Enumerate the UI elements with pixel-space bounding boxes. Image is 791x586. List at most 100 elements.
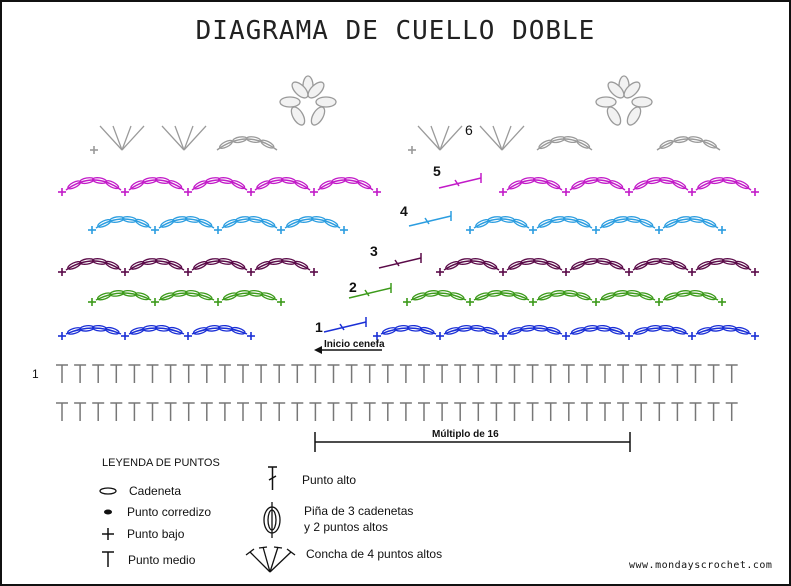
half-double-stitch (472, 364, 485, 383)
shell-post (99, 125, 123, 151)
half-double-stitch (56, 364, 68, 383)
legend-heading: LEYENDA DE PUNTOS (102, 457, 220, 469)
half-double-stitch (544, 364, 557, 383)
chain-oval (520, 258, 536, 265)
chain-oval (507, 327, 523, 335)
chain-oval (217, 324, 234, 332)
chain-oval (168, 260, 183, 270)
half-double-stitch (327, 402, 340, 421)
double-crochet-post (348, 283, 392, 299)
legend-item-chain: Cadeneta (129, 484, 181, 498)
shell-post (439, 125, 463, 151)
chain-arch (443, 258, 500, 271)
chain-oval (575, 292, 591, 301)
chain-oval (671, 326, 687, 335)
chain-arch (569, 324, 626, 335)
chain-oval (268, 258, 284, 265)
half-double-stitch (200, 402, 213, 421)
double-crochet-post (378, 253, 422, 269)
chain-arch (380, 324, 437, 335)
arch-line (216, 138, 278, 151)
chain-oval (142, 177, 158, 185)
round-6-number: 6 (465, 122, 473, 138)
chain-arch (216, 136, 278, 151)
single-crochet-mark (718, 298, 726, 306)
half-double-stitch (544, 402, 557, 421)
chain-oval (121, 289, 138, 297)
chain-oval (261, 218, 276, 228)
flower-motif (279, 75, 337, 126)
chain-arch (569, 177, 626, 191)
chain-oval (268, 177, 284, 185)
chain-oval (142, 325, 158, 332)
half-double-stitch (164, 402, 177, 421)
chain-oval (357, 180, 372, 190)
half-double-stitch (363, 402, 376, 421)
petal (279, 96, 301, 108)
round-1 (58, 317, 759, 340)
single-crochet-mark (529, 298, 537, 306)
single-crochet-mark (121, 188, 129, 196)
shell-motif (479, 125, 525, 151)
half-double-stitch (436, 402, 449, 421)
half-double-stitch (218, 364, 231, 383)
round-4-number: 4 (400, 203, 408, 219)
chain-oval (260, 292, 276, 301)
half-double-stitch (345, 364, 358, 383)
half-double-stitch (255, 364, 268, 383)
chain-arch (410, 289, 467, 301)
chain-oval (91, 258, 108, 265)
chain-oval (520, 325, 536, 332)
chain-arch (506, 258, 563, 271)
start-arrow (314, 346, 382, 354)
shell-motif (99, 125, 145, 151)
chain-oval (419, 326, 435, 335)
petal (626, 106, 642, 126)
chain-oval (219, 139, 233, 149)
half-double-stitch (399, 402, 412, 421)
dc-post (348, 287, 392, 299)
single-crochet-mark (247, 188, 255, 196)
multiple-label: Múltiplo de 16 (432, 429, 499, 440)
chain-arch (473, 216, 530, 229)
flower-motif (595, 75, 653, 126)
chain-arch (536, 136, 593, 151)
half-double-stitch (327, 364, 340, 383)
chain-arch (95, 216, 152, 229)
chain-oval (129, 327, 145, 335)
single-crochet-mark (466, 226, 474, 234)
chain-oval (109, 290, 125, 297)
half-double-stitch (146, 364, 159, 383)
shell-post (501, 125, 512, 151)
half-double-stitch (291, 364, 304, 383)
chain-arch (662, 216, 719, 229)
chain-oval (79, 258, 95, 265)
half-double-stitch (309, 364, 322, 383)
half-double-stitch (508, 364, 521, 383)
chain-oval (537, 292, 553, 301)
half-double-stitch (381, 402, 394, 421)
chain-oval (167, 326, 183, 335)
single-crochet-mark (655, 226, 663, 234)
shell-post (183, 125, 207, 151)
petal (631, 96, 653, 108)
chain-oval (246, 136, 262, 143)
chain-oval (570, 327, 586, 335)
single-crochet-mark (625, 268, 633, 276)
chain-arch (317, 177, 374, 191)
chain-arch (536, 216, 593, 229)
chain-oval (331, 177, 347, 185)
dc-post (438, 177, 482, 189)
chain-oval (154, 324, 171, 332)
pineapple-icon (263, 502, 281, 538)
chain-arch (695, 177, 752, 191)
single-crochet-mark (310, 188, 318, 196)
petal (307, 81, 325, 99)
half-double-stitch (74, 364, 87, 383)
single-crochet-mark (90, 146, 98, 154)
chain-oval (235, 290, 251, 297)
round-5 (58, 173, 759, 196)
chain-oval (696, 327, 712, 335)
chain-oval (457, 325, 473, 332)
half-double-stitch (599, 402, 611, 421)
